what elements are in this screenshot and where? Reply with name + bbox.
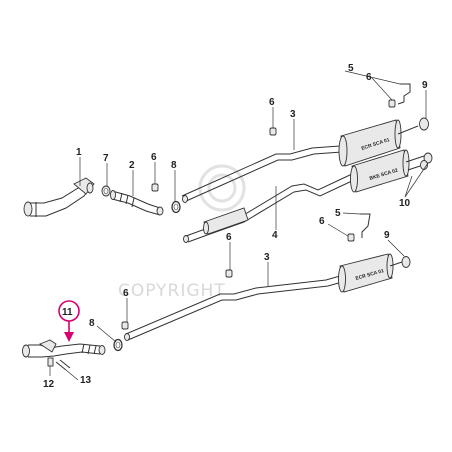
part-7-gasket[interactable] <box>101 185 111 197</box>
part-11-highlight <box>58 300 80 342</box>
part-12-bracket[interactable] <box>47 357 54 367</box>
callout-6-top-mid: 6 <box>269 97 275 108</box>
callout-4: 4 <box>272 230 278 241</box>
part-6-hanger-bottom-mid[interactable] <box>225 269 233 278</box>
callout-6-bottom-mid: 6 <box>226 232 232 243</box>
callout-8-bottom: 8 <box>89 318 95 329</box>
part-5-bracket-bottom[interactable] <box>360 213 371 238</box>
callout-6-top-right: 6 <box>366 72 372 83</box>
part-2-intermediate-pipe[interactable] <box>110 190 164 216</box>
part-13-bolts[interactable] <box>55 359 71 371</box>
part-6-hanger-bottom-right[interactable] <box>347 233 355 242</box>
callout-6-bottom-right: 6 <box>319 216 325 227</box>
callout-5-top: 5 <box>348 63 354 74</box>
callout-11: 11 <box>62 307 73 318</box>
part-11-front-pipe[interactable] <box>22 339 106 358</box>
part-6-hanger-top-right[interactable] <box>388 99 396 108</box>
part-8-clamp-top[interactable] <box>171 200 181 214</box>
part-3-rear-section-top[interactable]: ECR SCA 01 <box>181 119 402 203</box>
watermark-logo <box>198 164 246 212</box>
part-8-clamp-bottom[interactable] <box>113 338 123 352</box>
part-3-rear-section-bottom[interactable]: ECR SCA 01 <box>124 253 394 341</box>
callout-3-bottom: 3 <box>264 252 270 263</box>
part-4-center-pipe[interactable]: BKE SCA 02 <box>183 149 410 243</box>
part-6-hanger-top-left[interactable] <box>151 183 159 192</box>
callout-3-top: 3 <box>290 109 296 120</box>
callout-6-bottom-left: 6 <box>123 288 129 299</box>
callout-6-top-left: 6 <box>151 152 157 163</box>
callout-12: 12 <box>43 379 55 390</box>
callout-13: 13 <box>80 375 92 386</box>
callout-8-top: 8 <box>171 160 177 171</box>
callout-10: 10 <box>399 198 411 209</box>
part-1-front-pipe[interactable] <box>23 177 95 217</box>
part-5-bracket-top[interactable] <box>397 83 411 105</box>
part-6-hanger-bottom-left[interactable] <box>121 321 129 330</box>
callout-5-bottom: 5 <box>335 208 341 219</box>
part-9-tail-tip-bottom[interactable] <box>389 256 411 268</box>
callout-2: 2 <box>129 160 135 171</box>
part-6-hanger-top-mid[interactable] <box>269 127 277 136</box>
callout-9-bottom: 9 <box>384 230 390 241</box>
watermark-text: COPYRIGHT <box>118 281 226 301</box>
part-9-tail-tip-top[interactable] <box>397 117 429 135</box>
leader-lines <box>49 70 429 381</box>
callout-7: 7 <box>103 153 109 164</box>
callout-9-top: 9 <box>422 80 428 91</box>
watermark-logo-inner <box>207 173 237 203</box>
callout-1: 1 <box>76 147 82 158</box>
part-10-tail-tips[interactable] <box>405 152 433 171</box>
